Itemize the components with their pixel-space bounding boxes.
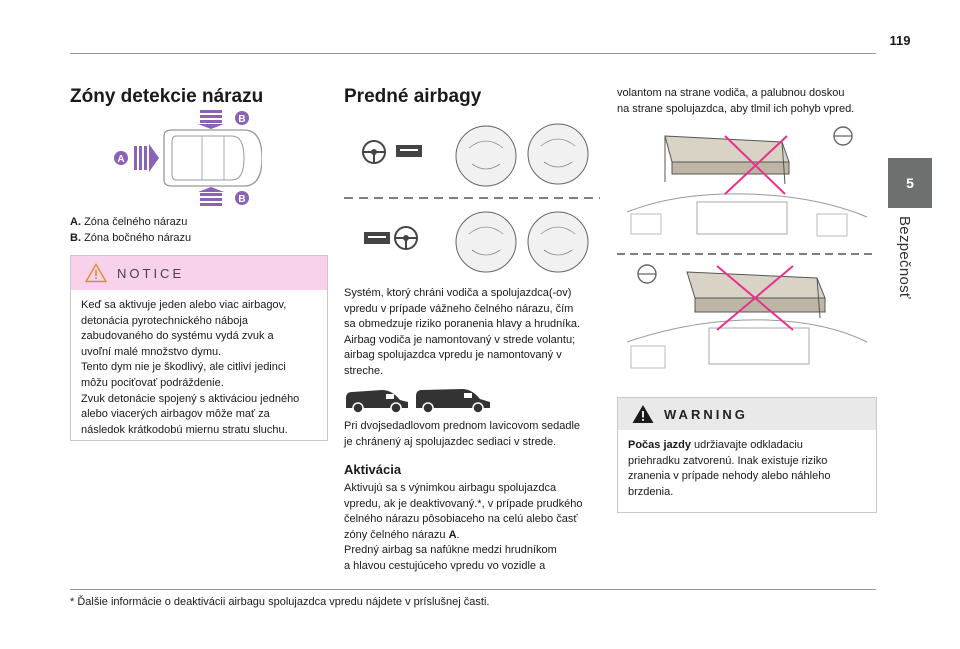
impact-zones-diagram: A B B — [114, 110, 262, 206]
warning-triangle-icon — [632, 405, 654, 423]
notice-header: NOTICE — [71, 256, 327, 290]
front-airbag-illustration — [344, 123, 600, 273]
vehicle-icons — [346, 389, 490, 414]
footnote: * Ďalšie informácie o deaktivácii airbag… — [70, 596, 490, 608]
legend-item-a: A. Zóna čelného nárazu — [70, 216, 188, 228]
continued-text: volantom na strane vodiča, a palubnou do… — [617, 87, 855, 115]
glovebox-warning-illustration — [617, 122, 875, 369]
warning-title: WARNING — [664, 406, 748, 422]
notice-text: Keď sa aktivuje jeden alebo viac airbago… — [81, 299, 300, 436]
footnote-rule — [70, 589, 876, 590]
chapter-title: Bezpečnosť — [896, 216, 913, 299]
front-airbag-description: Systém, ktorý chráni vodiča a spolujazdc… — [344, 287, 581, 377]
heading-front-airbags: Predné airbagy — [344, 86, 482, 107]
warning-triangle-icon — [85, 263, 107, 283]
page-number: 119 — [889, 33, 911, 48]
notice-box: NOTICE Keď sa aktivuje jeden alebo viac … — [70, 255, 328, 441]
notice-title: NOTICE — [117, 265, 185, 281]
diagram-label-a: A — [117, 154, 124, 165]
heading-impact-zones: Zóny detekcie nárazu — [70, 86, 264, 107]
legend: A. Zóna čelného nárazu B. Zóna bočného n… — [70, 215, 191, 246]
van-icon-long — [416, 389, 490, 414]
top-rule — [70, 53, 876, 54]
warning-box: WARNING Počas jazdy udržiavajte odkladac… — [617, 397, 877, 513]
bench-seat-note: Pri dvojsedadlovom prednom lavicovom sed… — [344, 420, 581, 448]
activation-text: Aktivujú sa s výnimkou airbagu spolujazd… — [344, 482, 583, 572]
subheading-activation: Aktivácia — [344, 462, 402, 477]
warning-text: Počas jazdy udržiavajte odkladaciu prieh… — [628, 439, 831, 498]
van-icon-short — [346, 390, 408, 414]
diagram-label-b-bottom: B — [238, 194, 245, 205]
diagram-label-b-top: B — [238, 114, 245, 125]
legend-item-b: B. Zóna bočného nárazu — [70, 231, 192, 244]
warning-header: WARNING — [618, 398, 876, 430]
chapter-tab[interactable]: 5 — [888, 158, 932, 208]
